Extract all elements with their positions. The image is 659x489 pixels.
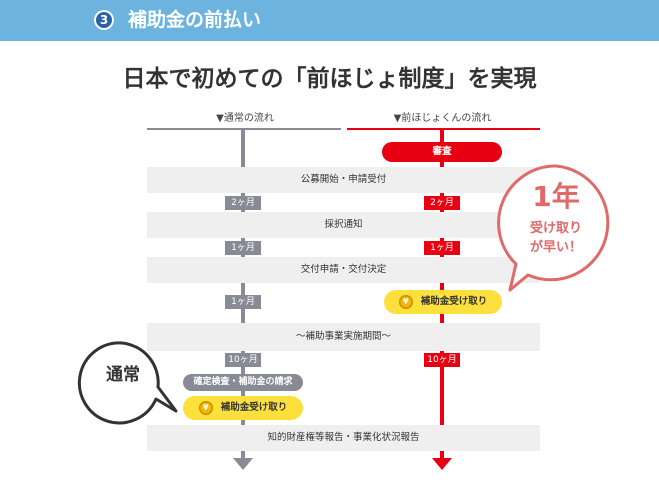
- band-grant-decision: 交付申請・交付決定: [147, 257, 540, 283]
- duration-normal-1: 2ヶ月: [225, 196, 261, 210]
- early-callout-line1: 受け取り: [529, 221, 582, 236]
- normal-receive-label: 補助金受け取り: [220, 402, 288, 413]
- section-number-badge: 3: [94, 10, 114, 30]
- yen-coin-icon: ¥: [398, 294, 413, 309]
- band-application: 公募開始・申請受付: [147, 167, 540, 193]
- normal-heading-rule: [147, 128, 341, 130]
- review-pill: 審査: [382, 142, 502, 162]
- duration-prepay-4: 10ヶ月: [424, 353, 460, 367]
- early-callout-bubble: [497, 164, 610, 292]
- section-header: 3 補助金の前払い: [0, 0, 659, 41]
- normal-callout-text: 通常: [106, 365, 140, 385]
- inspection-pill: 確定検査・補助金の請求: [183, 374, 303, 391]
- prepay-receive-label: 補助金受け取り: [420, 296, 488, 307]
- normal-flow-arrow: [233, 458, 253, 470]
- duration-normal-4: 10ヶ月: [225, 353, 261, 367]
- duration-normal-2: 1ヶ月: [225, 241, 261, 255]
- main-title: 日本で初めての「前ほじょ制度」を実現: [122, 66, 537, 92]
- early-callout-big: 1年: [532, 180, 580, 213]
- band-report: 知的財産権等報告・事業化状況報告: [147, 425, 540, 451]
- early-callout-line2: が早い！: [529, 240, 582, 255]
- duration-prepay-1: 2ヶ月: [424, 196, 460, 210]
- band-selection: 採択通知: [147, 212, 540, 238]
- duration-normal-3: 1ヶ月: [225, 295, 261, 309]
- normal-receive-pill: ¥ 補助金受け取り: [183, 396, 303, 420]
- normal-flow-heading: ▼通常の流れ: [216, 113, 274, 124]
- section-title: 補助金の前払い: [128, 9, 262, 31]
- yen-coin-icon: ¥: [198, 400, 213, 415]
- duration-prepay-2: 1ヶ月: [424, 241, 460, 255]
- band-implementation: ～補助事業実施期間～: [147, 323, 540, 351]
- prepay-flow-arrow: [432, 458, 452, 470]
- prepay-receive-pill: ¥ 補助金受け取り: [384, 290, 502, 314]
- normal-callout-bubble: [77, 341, 178, 425]
- prepay-flow-heading: ▼前ほじょくんの流れ: [393, 113, 492, 124]
- prepay-heading-rule: [347, 128, 540, 130]
